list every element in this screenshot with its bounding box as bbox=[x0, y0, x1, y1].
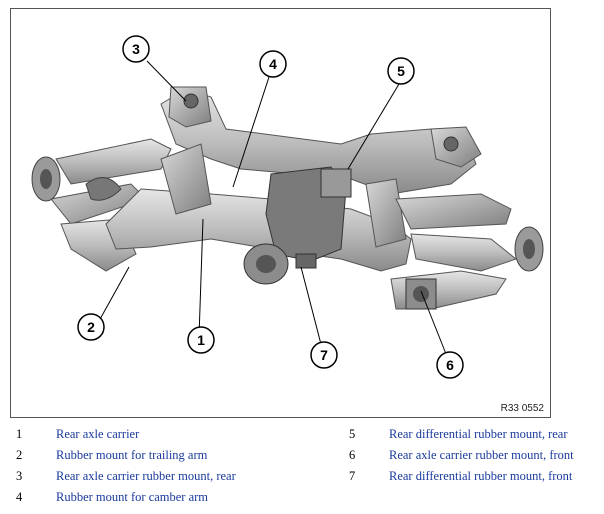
rear-axle-illustration: 3 4 5 2 1 7 6 bbox=[31, 35, 544, 379]
callout-4: 4 bbox=[259, 50, 287, 78]
legend-number: 6 bbox=[349, 448, 356, 462]
rear-axle-figure: 3 4 5 2 1 7 6 bbox=[10, 8, 551, 418]
svg-text:4: 4 bbox=[269, 56, 277, 72]
legend-number: 1 bbox=[16, 427, 23, 441]
callout-6: 6 bbox=[436, 351, 464, 379]
callout-7: 7 bbox=[310, 341, 338, 369]
legend-text: Rear differential rubber mount, front bbox=[389, 469, 573, 483]
legend-text: Rubber mount for camber arm bbox=[56, 490, 209, 504]
legend-text: Rear axle carrier rubber mount, rear bbox=[56, 469, 236, 483]
callout-lines bbox=[98, 60, 449, 360]
legend-text: Rubber mount for trailing arm bbox=[56, 448, 208, 462]
legend-text: Rear axle carrier bbox=[56, 427, 140, 441]
svg-text:5: 5 bbox=[397, 63, 405, 79]
legend-number: 4 bbox=[16, 490, 23, 504]
callout-2: 2 bbox=[77, 313, 105, 341]
legend-number: 3 bbox=[16, 469, 23, 483]
legend-text: Rear differential rubber mount, rear bbox=[389, 427, 568, 441]
callout-3: 3 bbox=[122, 35, 150, 63]
callout-markers: 3 4 5 2 1 7 6 bbox=[77, 35, 464, 379]
legend-number: 7 bbox=[349, 469, 356, 483]
legend-text: Rear axle carrier rubber mount, front bbox=[389, 448, 574, 462]
callout-5: 5 bbox=[387, 57, 415, 85]
svg-text:6: 6 bbox=[446, 357, 454, 373]
differential-housing bbox=[243, 166, 352, 285]
right-suspension-arms bbox=[390, 193, 544, 310]
legend-number: 5 bbox=[349, 427, 356, 441]
svg-text:2: 2 bbox=[87, 319, 95, 335]
parts-legend: 1 Rear axle carrier 2 Rubber mount for t… bbox=[0, 424, 604, 514]
svg-text:1: 1 bbox=[197, 332, 205, 348]
callout-1: 1 bbox=[187, 326, 215, 354]
svg-text:7: 7 bbox=[320, 347, 328, 363]
legend-number: 2 bbox=[16, 448, 23, 462]
figure-code: R33 0552 bbox=[500, 403, 544, 414]
svg-text:3: 3 bbox=[132, 41, 140, 57]
